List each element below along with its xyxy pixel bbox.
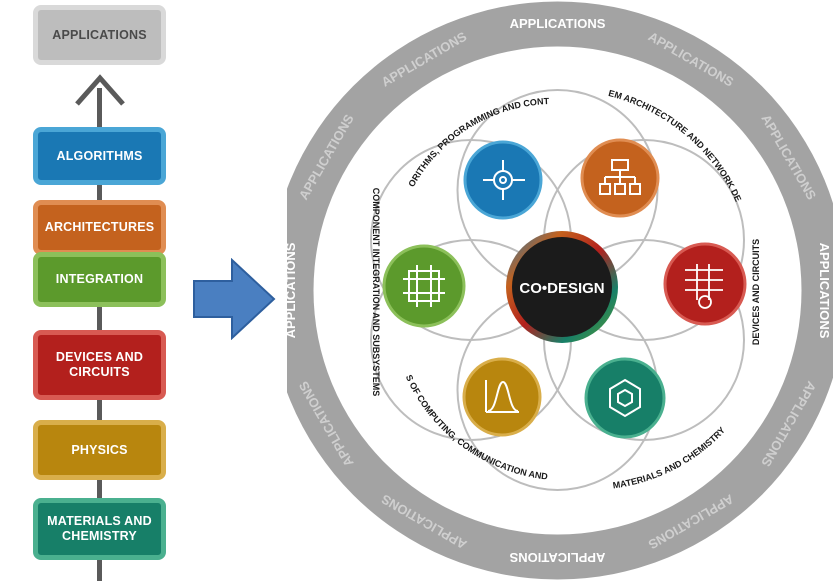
layer-stack: APPLICATIONS ALGORITHMS ARCHITECTURES IN…: [0, 0, 200, 581]
hub-materials-and-chemistry: [584, 357, 666, 439]
circuit-grid-icon: [685, 264, 723, 309]
ring-applications-label: APPLICATIONS: [287, 242, 298, 338]
right-arrow-icon: [193, 258, 276, 340]
ring-applications-label: APPLICATIONS: [509, 550, 605, 565]
circuit-board-icon: [403, 265, 445, 307]
ring-applications-label: APPLICATIONS: [510, 16, 606, 31]
label-component-integration: COMPONENT INTEGRATION AND SUBSYSTEMS: [371, 188, 381, 397]
stack-devices-and-circuits: DEVICES AND CIRCUITS: [33, 330, 166, 400]
stack-applications: APPLICATIONS: [33, 5, 166, 65]
codesign-wheel: APPLICATIONS APPLICATIONS APPLICATIONS APPL…: [287, 0, 833, 580]
center-label: CO•DESIGN: [519, 280, 604, 297]
ring-applications-label: APPLICATIONS: [817, 243, 832, 339]
label-devices-and-circuits: DEVICES AND CIRCUITS: [751, 239, 761, 345]
stack-physics: PHYSICS: [33, 420, 166, 480]
stack-architectures: ARCHITECTURES: [33, 200, 166, 255]
gear-circuit-icon: [483, 160, 525, 200]
bell-curve-icon: [485, 380, 519, 413]
hub-system-architecture: [580, 138, 660, 218]
molecule-icon: [609, 378, 641, 418]
stack-algorithms: ALGORITHMS: [33, 127, 166, 185]
center-codesign: CO•DESIGN: [506, 231, 618, 343]
network-hierarchy-icon: [599, 159, 641, 195]
up-arrow-icon: [75, 74, 125, 106]
hub-component-integration: [382, 244, 466, 328]
stack-integration: INTEGRATION: [33, 252, 166, 307]
stack-materials-and-chemistry: MATERIALS AND CHEMISTRY: [33, 498, 166, 560]
hub-devices-and-circuits: [663, 242, 747, 326]
hub-physics-of-computing: [462, 357, 542, 437]
hub-algorithms: [463, 140, 543, 220]
